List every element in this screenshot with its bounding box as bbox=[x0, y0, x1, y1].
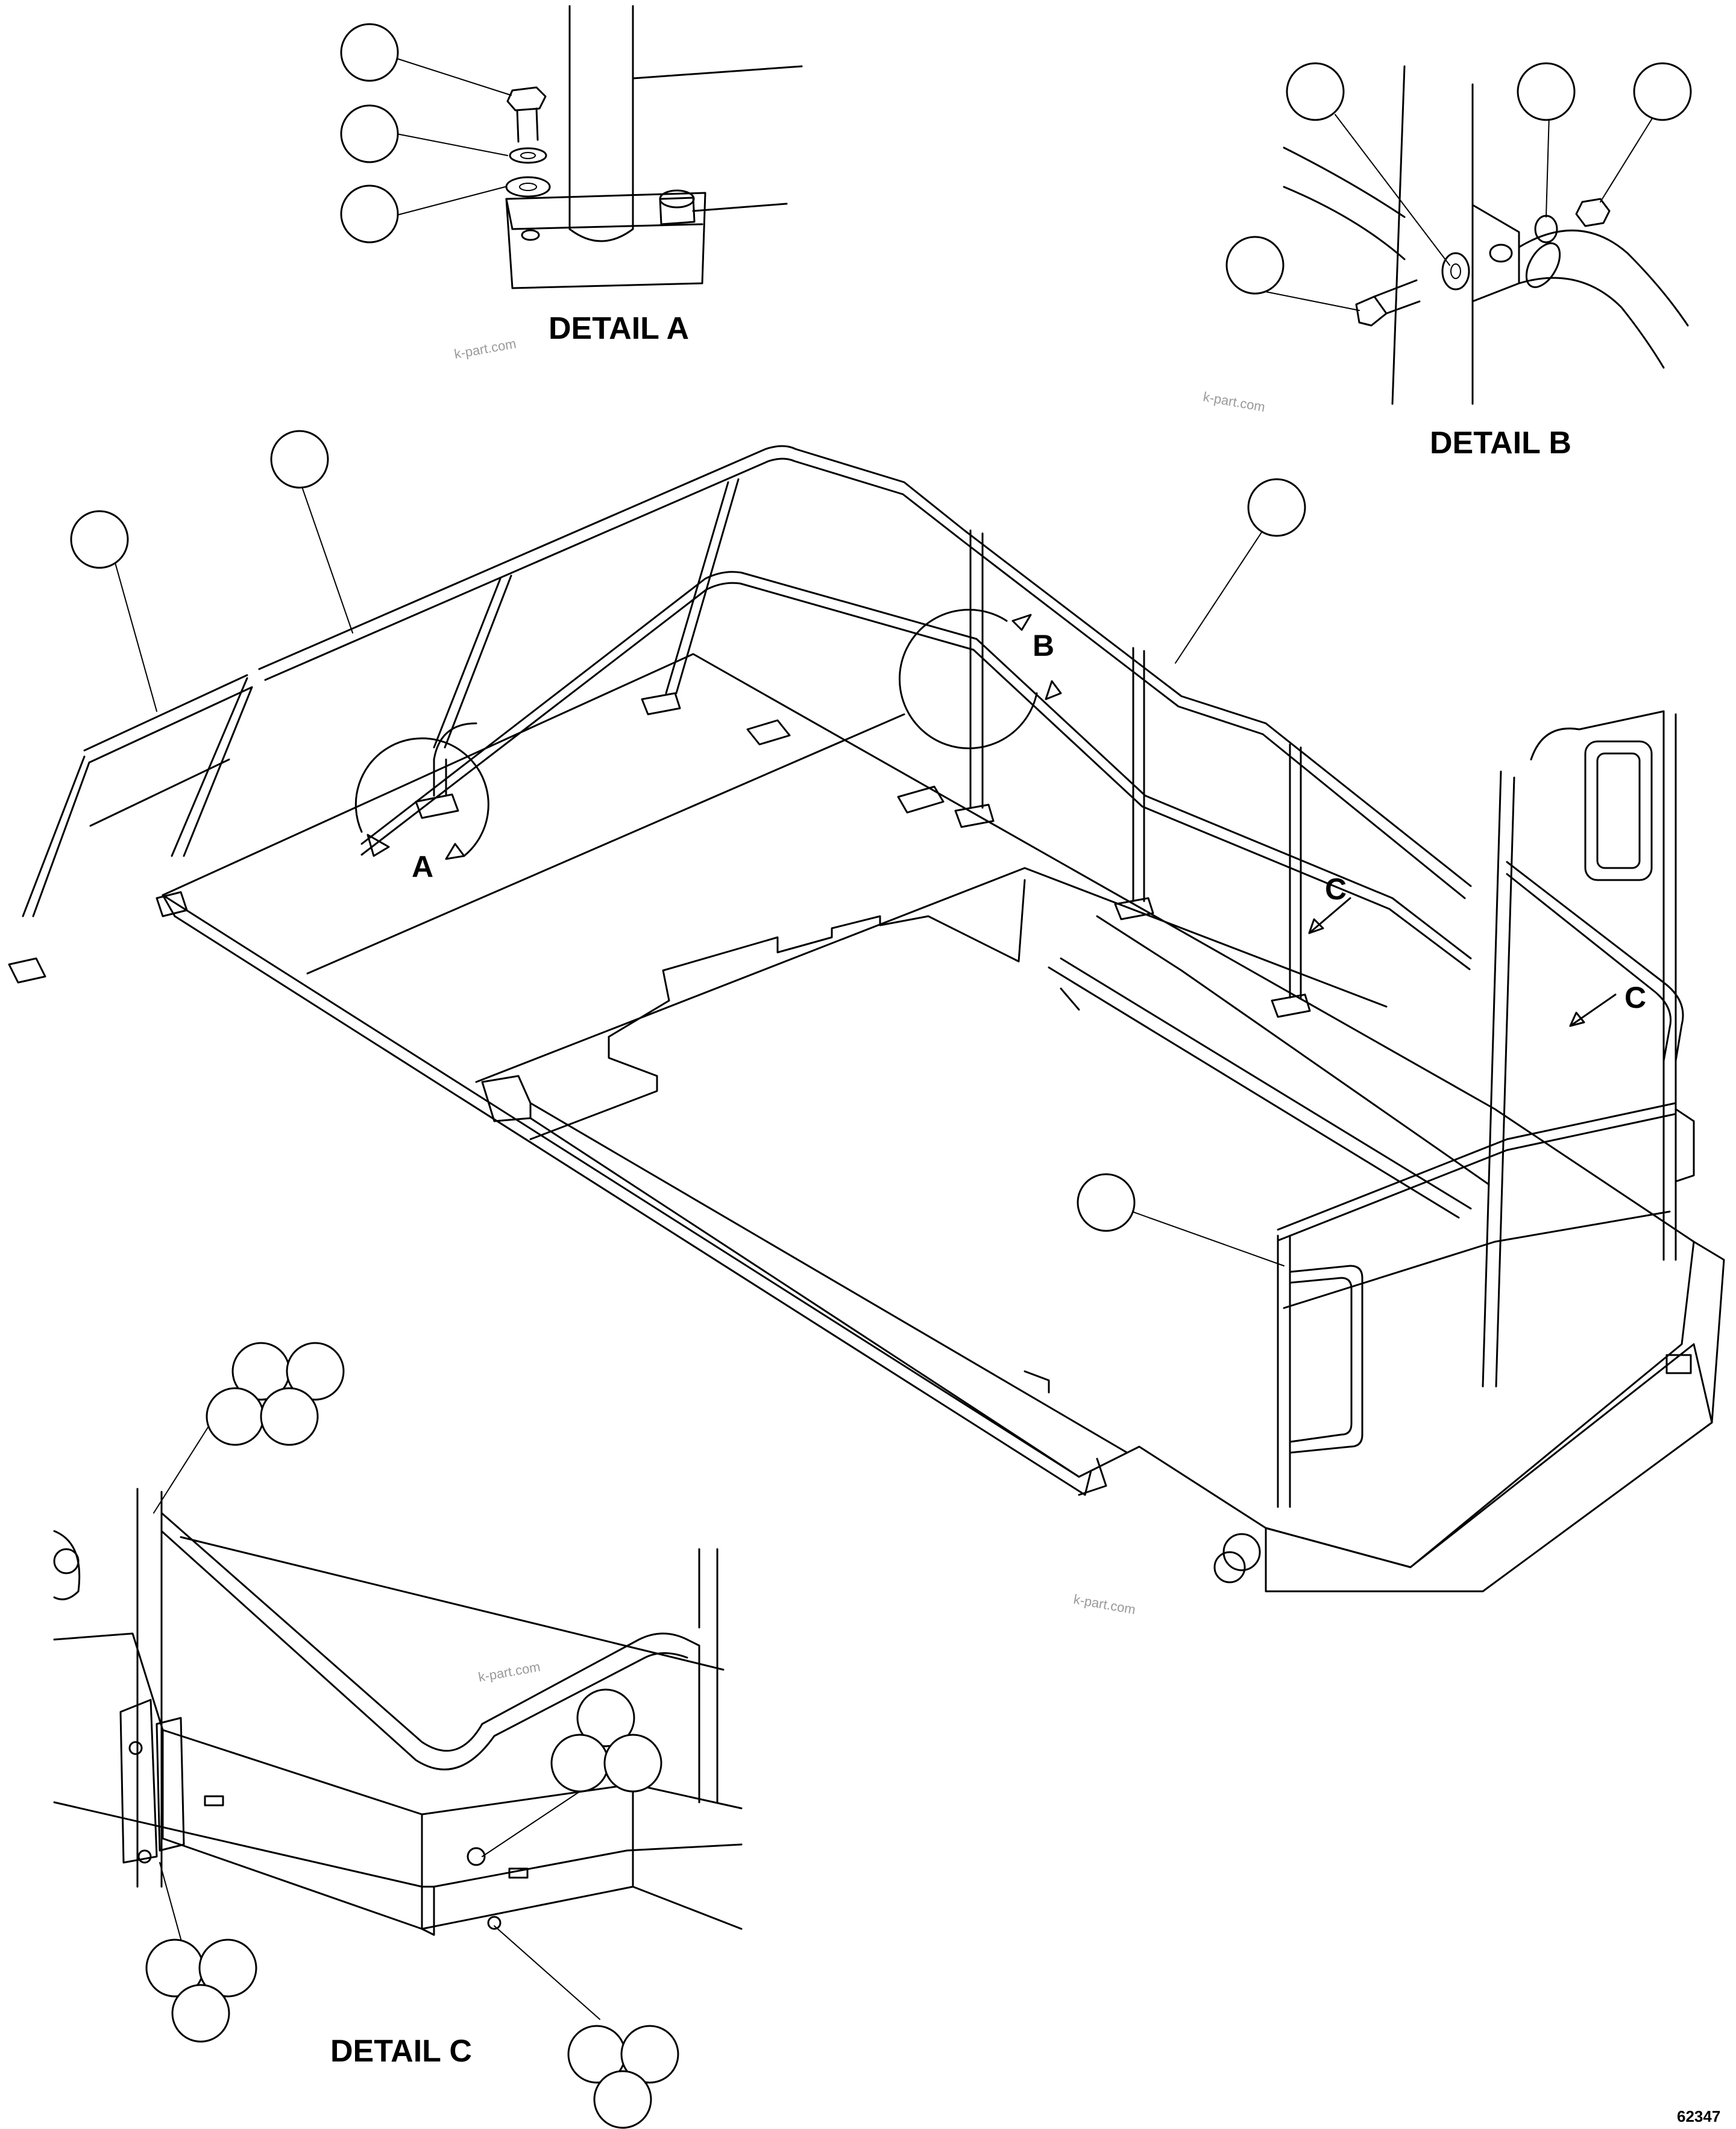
detail-a-label: DETAIL A bbox=[549, 311, 689, 346]
main-callouts: k-part.com bbox=[70, 430, 1306, 1617]
callout-bubble bbox=[1077, 1173, 1136, 1232]
detail-a: DETAIL A k-part.com bbox=[340, 5, 803, 362]
callout-bubble bbox=[70, 510, 129, 569]
callout-bubble bbox=[1517, 62, 1576, 121]
callout-bubble bbox=[206, 1387, 265, 1446]
guard-rails bbox=[8, 445, 1695, 1508]
callout-bubble bbox=[620, 2025, 679, 2084]
figure-number: 62347 bbox=[1677, 2107, 1720, 2125]
callout-bubble bbox=[171, 1984, 230, 2043]
watermark: k-part.com bbox=[453, 336, 518, 362]
callout-bubble bbox=[1286, 62, 1345, 121]
callout-bubble bbox=[260, 1387, 319, 1446]
detail-c-label: DETAIL C bbox=[330, 2034, 472, 2069]
callout-bubble bbox=[340, 104, 399, 163]
callout-bubble bbox=[286, 1342, 345, 1401]
callout-bubble bbox=[593, 2070, 652, 2129]
callout-bubble bbox=[270, 430, 329, 489]
view-b-letter: B bbox=[1033, 629, 1054, 662]
detail-b-label: DETAIL B bbox=[1430, 426, 1571, 461]
watermark: k-part.com bbox=[477, 1659, 542, 1685]
detail-c: DETAIL C k-part.com bbox=[53, 1342, 743, 2129]
callout-bubble bbox=[198, 1939, 257, 1998]
callout-bubble bbox=[1247, 478, 1306, 537]
callout-bubble bbox=[1633, 62, 1692, 121]
view-c-letter: C bbox=[1624, 981, 1646, 1014]
watermark: k-part.com bbox=[1072, 1591, 1137, 1617]
callout-bubble bbox=[603, 1734, 662, 1793]
watermark: k-part.com bbox=[1202, 389, 1266, 415]
view-indicators: A B C C bbox=[354, 609, 1646, 1027]
platform-assembly bbox=[162, 653, 1725, 1593]
callout-bubble bbox=[1225, 236, 1285, 295]
view-a-letter: A bbox=[412, 850, 433, 884]
callout-bubble bbox=[576, 1688, 635, 1747]
callout-bubble bbox=[340, 184, 399, 244]
detail-b: DETAIL B k-part.com bbox=[1202, 62, 1692, 461]
view-c-letter: C bbox=[1325, 872, 1347, 906]
callout-bubble bbox=[340, 23, 399, 82]
callout-bubble bbox=[550, 1734, 609, 1793]
